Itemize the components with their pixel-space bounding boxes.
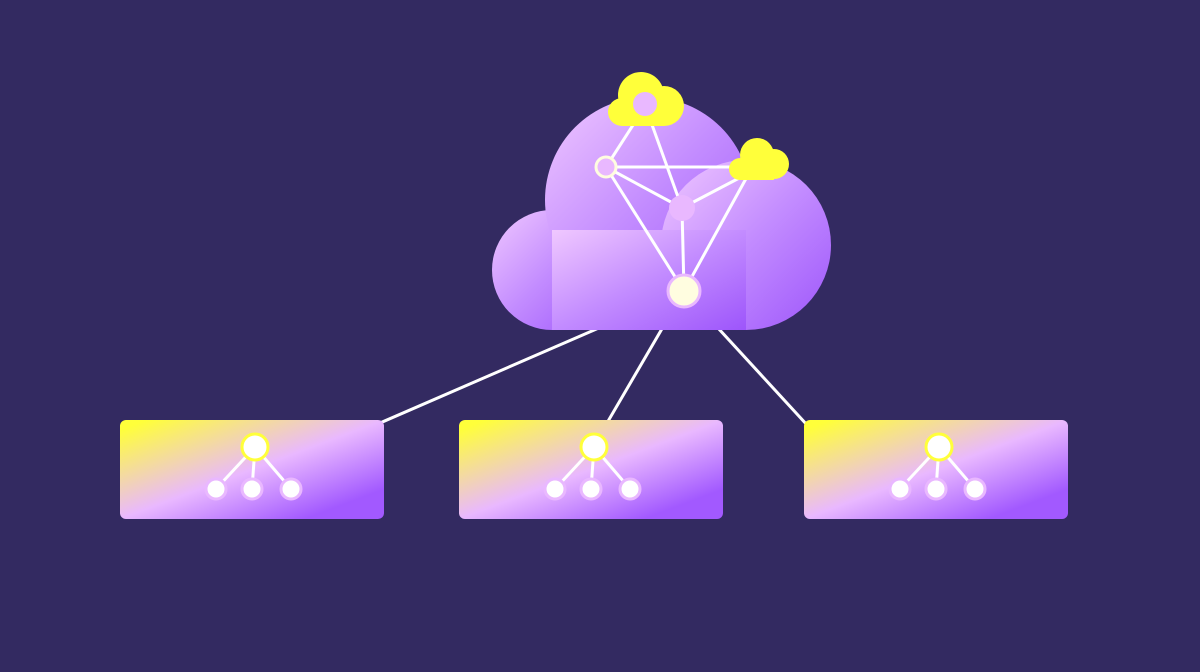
cloud-network-lines (604, 121, 750, 292)
hierarchy-icon (204, 432, 303, 501)
child-node (963, 477, 987, 501)
child-node (618, 477, 642, 501)
child-node (279, 477, 303, 501)
hub-node (666, 273, 702, 309)
child-node (888, 477, 912, 501)
sub-cloud-icon-2 (729, 138, 789, 180)
child-node (924, 477, 948, 501)
main-cloud-icon (492, 97, 831, 330)
parent-node (240, 432, 270, 462)
hierarchy-icon (543, 432, 642, 501)
parent-node (579, 432, 609, 462)
child-node (579, 477, 603, 501)
child-node (543, 477, 567, 501)
service-box (459, 420, 723, 519)
network-node (594, 155, 618, 179)
service-box (120, 420, 384, 519)
child-node (204, 477, 228, 501)
sub-cloud-icon-1 (608, 72, 684, 126)
service-box (804, 420, 1068, 519)
cloud-node (633, 92, 657, 116)
child-node (240, 477, 264, 501)
parent-node (924, 432, 954, 462)
hierarchy-icon (888, 432, 987, 501)
network-node (669, 195, 695, 221)
